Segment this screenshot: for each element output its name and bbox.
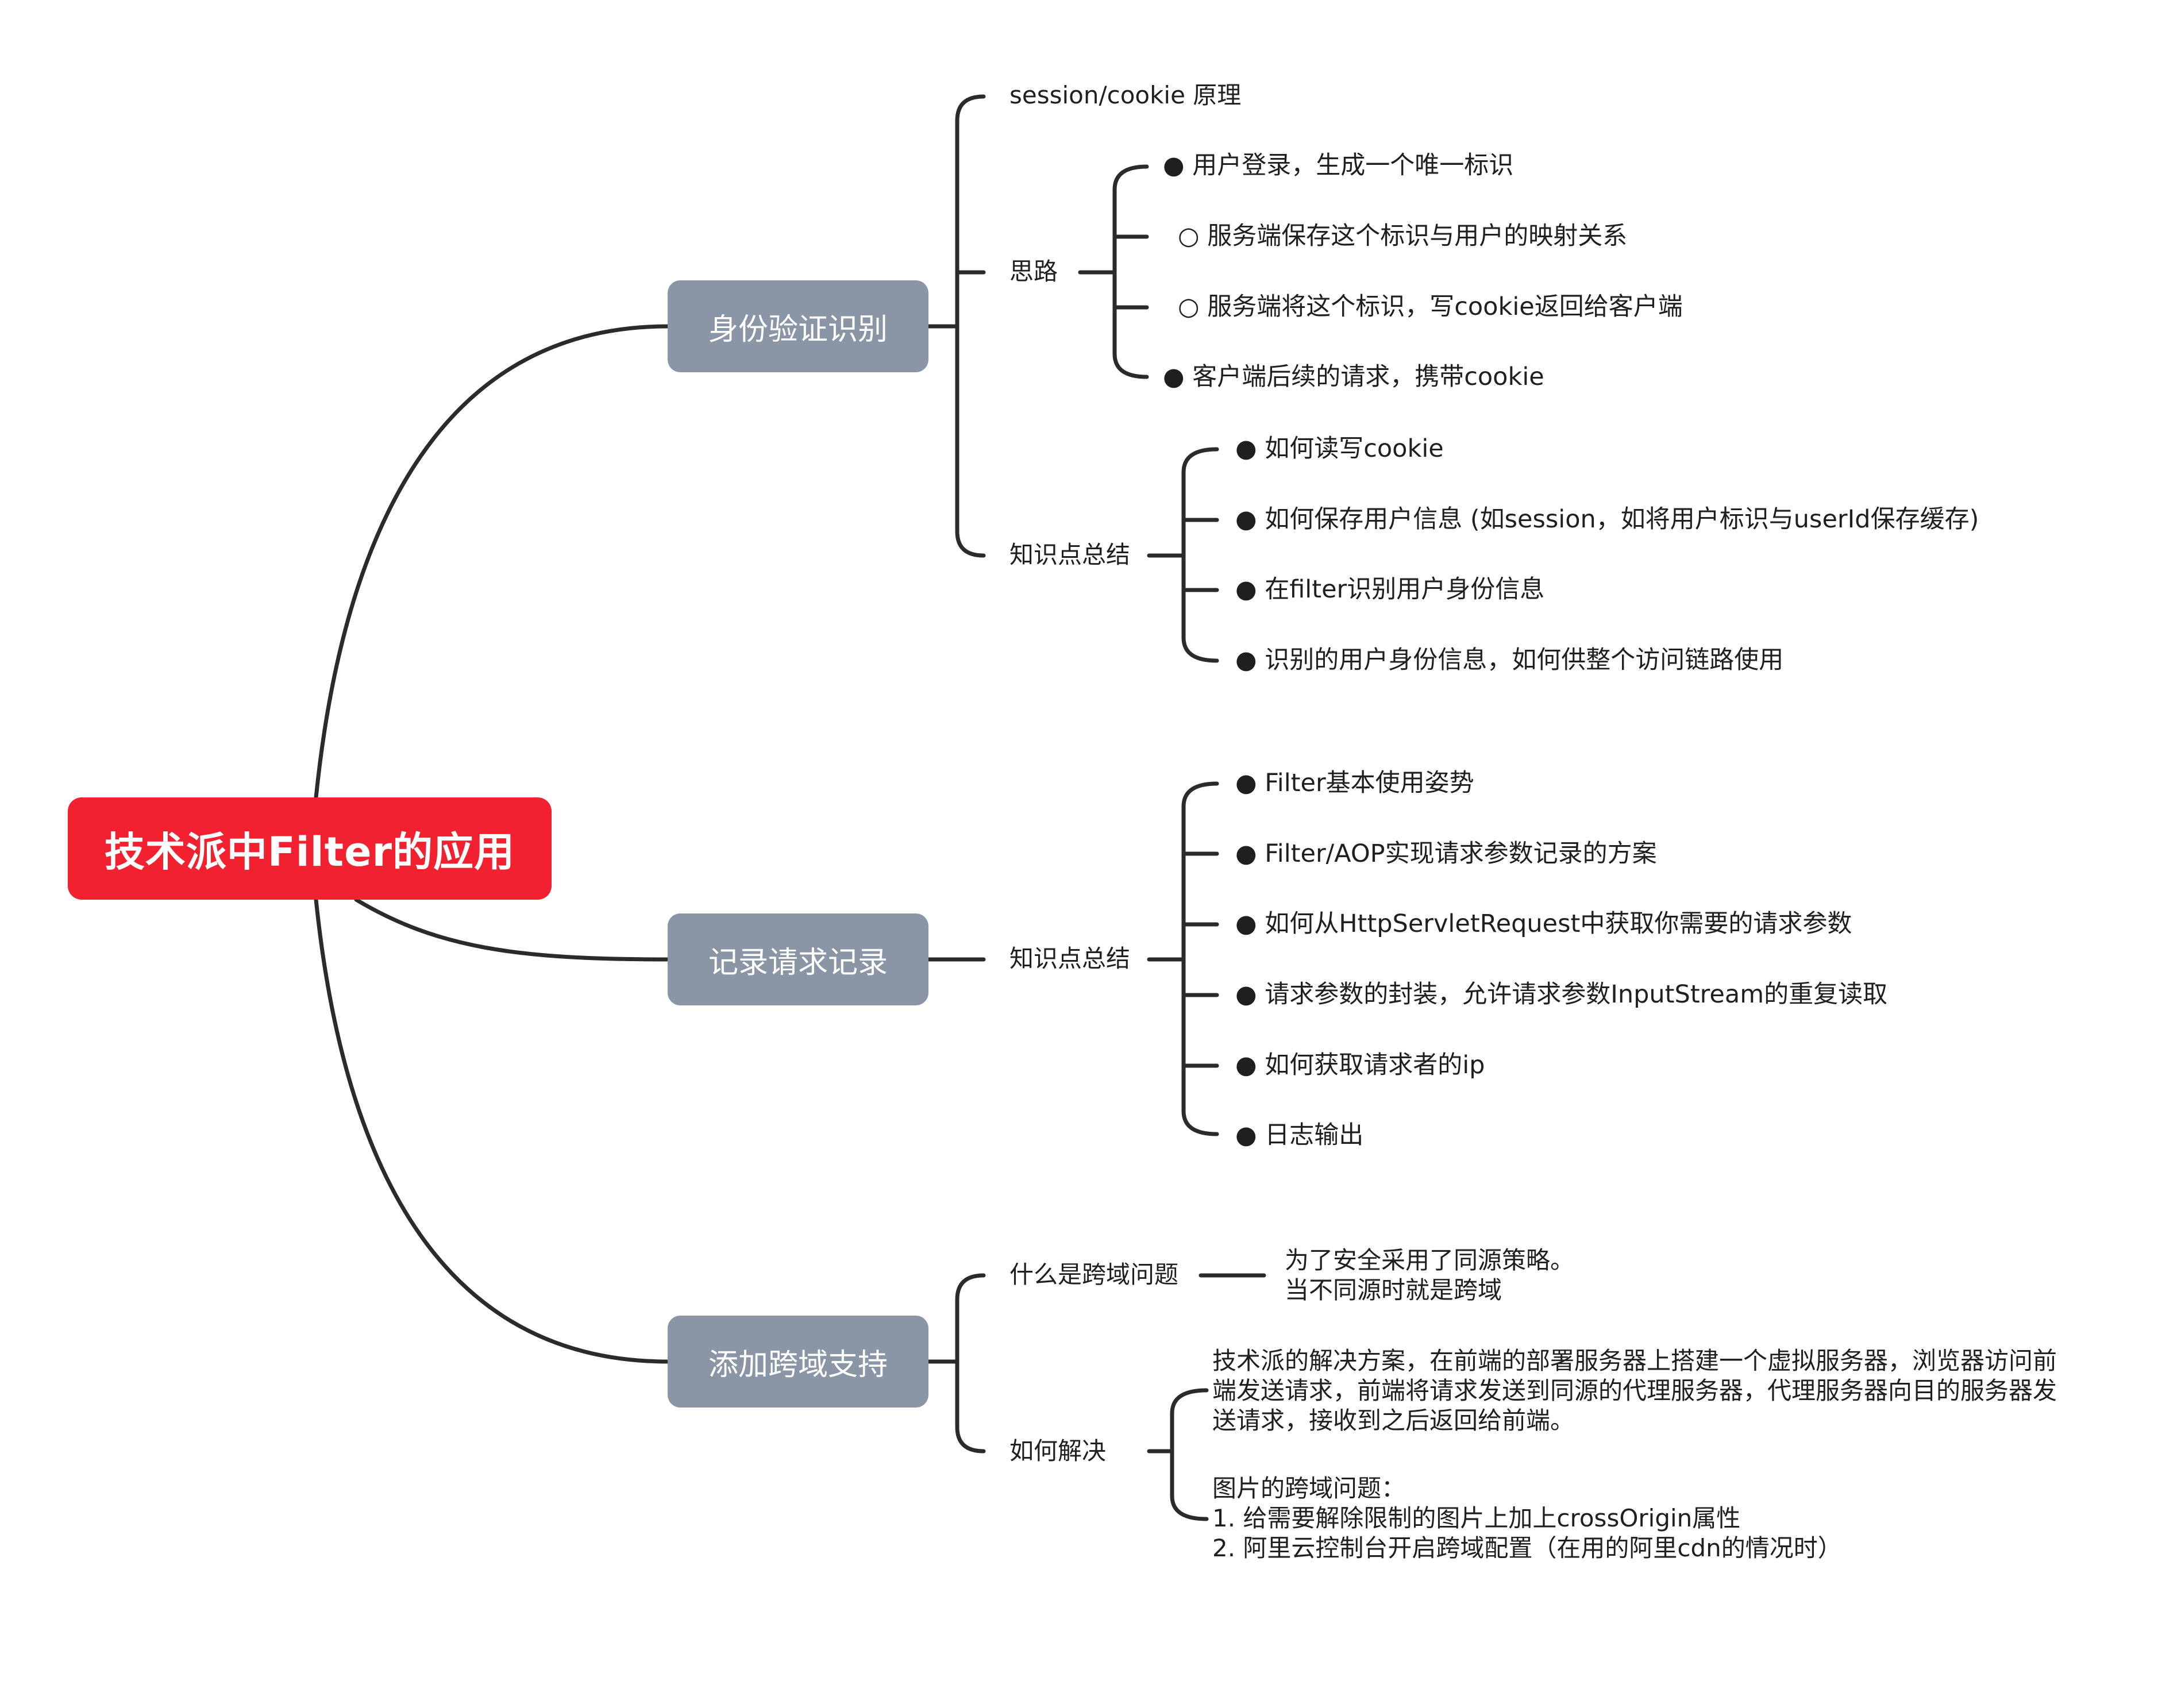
cors-definition: 为了安全采用了同源策略。 当不同源时就是跨域 [1285, 1246, 1575, 1304]
bracket-b1 [955, 94, 986, 558]
silu-item: ○ 服务端保存这个标识与用户的映射关系 [1178, 222, 1628, 250]
branch-request-log: 记录请求记录 [668, 913, 928, 1005]
node-knowledge-summary-1: 知识点总结 [1009, 541, 1131, 569]
root-topic: 技术派中Filter的应用 [68, 797, 552, 900]
node-session-cookie: session/cookie 原理 [1009, 81, 1242, 109]
bracket-zhishi2 [1181, 781, 1219, 1136]
silu-item: ● 用户登录，生成一个唯一标识 [1163, 151, 1514, 180]
bracket-zhishi1 [1181, 447, 1219, 663]
node-silu: 思路 [1009, 257, 1058, 286]
solution-proxy: 技术派的解决方案，在前端的部署服务器上搭建一个虚拟服务器，浏览器访问前 端发送请… [1212, 1347, 2057, 1435]
knowledge-item: ● 如何保存用户信息 (如session，如将用户标识与userId保存缓存) [1235, 505, 1979, 534]
knowledge-item: ● 如何从HttpServletRequest中获取你需要的请求参数 [1235, 909, 1852, 938]
bracket-rujie [1170, 1388, 1209, 1521]
branch-cors-support: 添加跨域支持 [668, 1316, 928, 1408]
branch-identity-auth: 身份验证识别 [668, 280, 928, 372]
knowledge-item: ● 在filter识别用户身份信息 [1235, 575, 1545, 604]
node-knowledge-summary-2: 知识点总结 [1009, 944, 1131, 973]
connector-root-branch1 [314, 324, 670, 800]
node-what-is-cors: 什么是跨域问题 [1009, 1260, 1179, 1289]
knowledge-item: ● 请求参数的封装，允许请求参数InputStream的重复读取 [1235, 980, 1888, 1009]
silu-item: ● 客户端后续的请求，携带cookie [1163, 363, 1544, 391]
knowledge-item: ● Filter基本使用姿势 [1235, 769, 1474, 797]
bracket-silu [1112, 164, 1149, 379]
knowledge-item: ● 如何获取请求者的ip [1235, 1051, 1485, 1079]
knowledge-item: ● 识别的用户身份信息，如何供整个访问链路使用 [1235, 646, 1784, 674]
solution-image-cors: 图片的跨域问题： 1. 给需要解除限制的图片上加上crossOrigin属性 2… [1212, 1474, 1842, 1562]
bracket-b3 [955, 1273, 986, 1453]
connector-root-branch2 [354, 897, 670, 962]
knowledge-item: ● 如何读写cookie [1235, 434, 1444, 463]
connector-root-branch3 [314, 897, 670, 1364]
silu-item: ○ 服务端将这个标识，写cookie返回给客户端 [1178, 292, 1683, 321]
node-how-to-solve: 如何解决 [1009, 1437, 1107, 1465]
knowledge-item: ● Filter/AOP实现请求参数记录的方案 [1235, 839, 1657, 868]
knowledge-item: ● 日志输出 [1235, 1121, 1364, 1150]
